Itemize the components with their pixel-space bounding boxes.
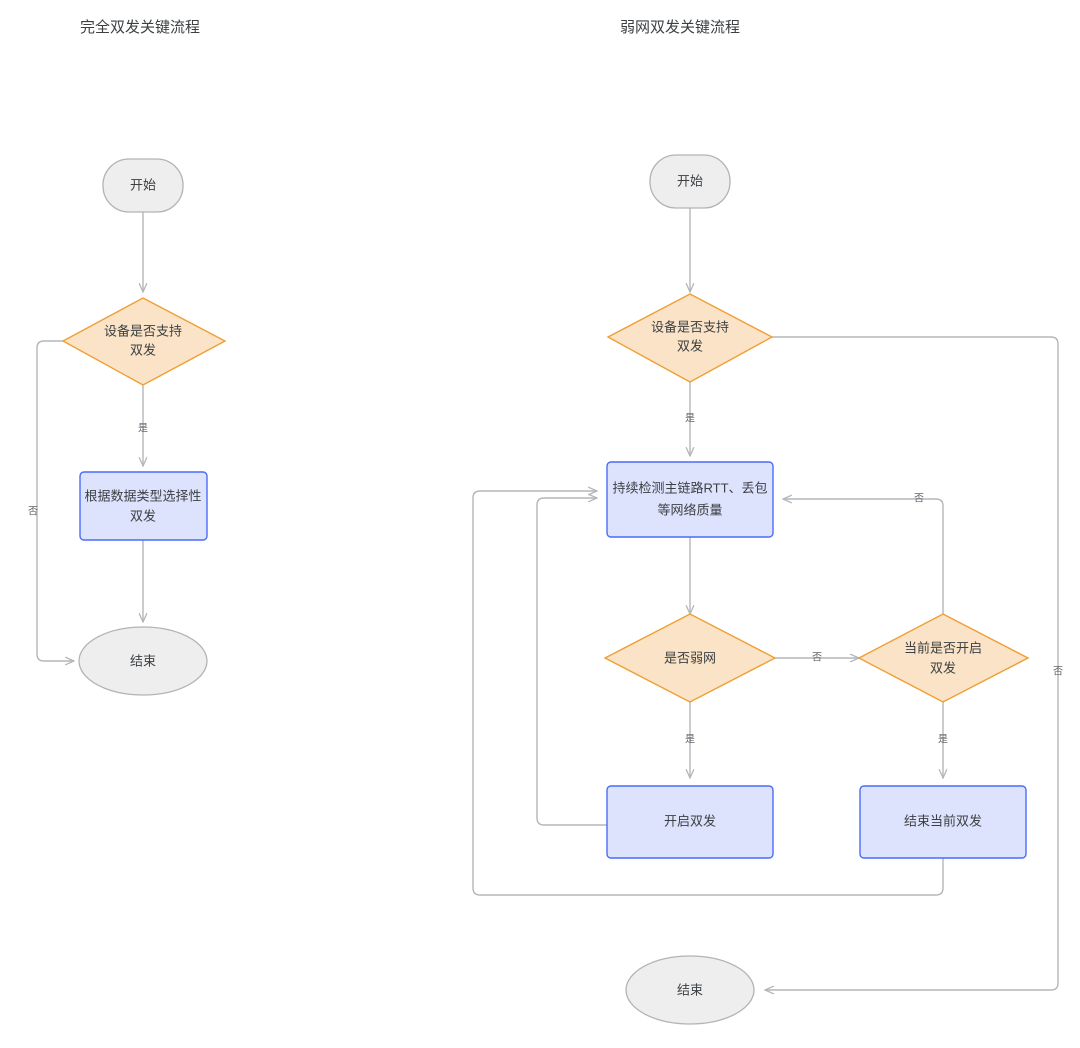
right-device-support-label-line1: 设备是否支持 bbox=[651, 319, 729, 334]
right-stop-dual-shape bbox=[859, 785, 1027, 859]
right-start-shape bbox=[649, 154, 731, 209]
right-device-support-shape bbox=[606, 293, 774, 383]
edge-label-right-device-no: 否 bbox=[1053, 666, 1063, 678]
edge-left-device-no-to-end bbox=[36, 340, 74, 661]
left-device-support-label-line1: 设备是否支持 bbox=[104, 323, 182, 338]
right-node-monitor[interactable]: 持续检测主链路RTT、丢包 等网络质量 bbox=[606, 461, 774, 538]
right-device-support-label-line2: 双发 bbox=[677, 338, 703, 353]
left-node-device-support[interactable]: 设备是否支持 双发 bbox=[61, 297, 227, 386]
right-end-shape bbox=[625, 955, 755, 1025]
right-currently-enabled-label-line1: 当前是否开启 bbox=[904, 640, 982, 655]
right-node-enable-dual[interactable]: 开启双发 bbox=[606, 785, 774, 859]
left-device-support-label-line2: 双发 bbox=[130, 342, 156, 357]
right-node-stop-dual[interactable]: 结束当前双发 bbox=[859, 785, 1027, 859]
left-node-selective[interactable]: 根据数据类型选择性 双发 bbox=[79, 471, 208, 541]
right-currently-enabled-label-line2: 双发 bbox=[930, 660, 956, 675]
left-selective-label-line2: 双发 bbox=[130, 508, 156, 523]
left-selective-shape bbox=[79, 471, 208, 541]
right-enable-dual-shape bbox=[606, 785, 774, 859]
edge-right-device-no-to-end bbox=[765, 336, 1059, 990]
right-node-start[interactable]: 开始 bbox=[649, 154, 731, 209]
right-stop-dual-label: 结束当前双发 bbox=[904, 813, 982, 828]
left-node-start[interactable]: 开始 bbox=[102, 158, 184, 213]
left-selective-label-line1: 根据数据类型选择性 bbox=[84, 488, 201, 503]
left-device-support-shape bbox=[61, 297, 227, 386]
left-end-label: 结束 bbox=[130, 653, 156, 668]
edge-right-enable-to-monitor-loop bbox=[536, 498, 607, 826]
left-end-shape bbox=[78, 626, 208, 696]
edge-label-right-enabled-no: 否 bbox=[914, 493, 924, 505]
right-end-label: 结束 bbox=[677, 982, 703, 997]
left-start-shape bbox=[102, 158, 184, 213]
edge-right-stop-to-monitor-loop bbox=[472, 491, 944, 896]
right-enable-dual-label: 开启双发 bbox=[664, 813, 716, 828]
diagram-right: 弱网双发关键流程 是 否 否 是 是 bbox=[472, 19, 1063, 1025]
right-start-label: 开始 bbox=[677, 173, 703, 188]
right-weak-network-shape bbox=[603, 613, 777, 703]
right-edges: 是 否 否 是 是 否 bbox=[472, 208, 1063, 990]
right-monitor-label-line1: 持续检测主链路RTT、丢包 bbox=[612, 480, 767, 495]
edge-label-left-yes: 是 bbox=[138, 423, 148, 435]
right-node-weak-network[interactable]: 是否弱网 bbox=[603, 613, 777, 703]
right-monitor-label-line2: 等网络质量 bbox=[657, 502, 722, 517]
right-weak-network-label: 是否弱网 bbox=[664, 650, 716, 665]
right-node-end[interactable]: 结束 bbox=[625, 955, 755, 1025]
right-node-currently-enabled[interactable]: 当前是否开启 双发 bbox=[857, 613, 1030, 703]
left-edges: 是 否 bbox=[28, 212, 148, 661]
edge-label-right-weak-no: 否 bbox=[812, 652, 822, 664]
right-node-device-support[interactable]: 设备是否支持 双发 bbox=[606, 293, 774, 383]
edge-label-left-no: 否 bbox=[28, 506, 38, 518]
left-start-label: 开始 bbox=[130, 177, 156, 192]
right-monitor-shape bbox=[606, 461, 774, 538]
right-currently-enabled-shape bbox=[857, 613, 1030, 703]
edge-label-right-device-yes: 是 bbox=[685, 413, 695, 425]
right-diagram-title: 弱网双发关键流程 bbox=[620, 19, 740, 36]
edge-label-right-weak-yes: 是 bbox=[685, 734, 695, 746]
diagram-left: 完全双发关键流程 是 否 开始 设备是否支持 双发 bbox=[28, 18, 227, 696]
edge-right-enabled-no-to-monitor bbox=[783, 499, 944, 614]
left-diagram-title: 完全双发关键流程 bbox=[80, 18, 200, 36]
edge-label-right-enabled-yes: 是 bbox=[938, 734, 948, 746]
left-node-end[interactable]: 结束 bbox=[78, 626, 208, 696]
